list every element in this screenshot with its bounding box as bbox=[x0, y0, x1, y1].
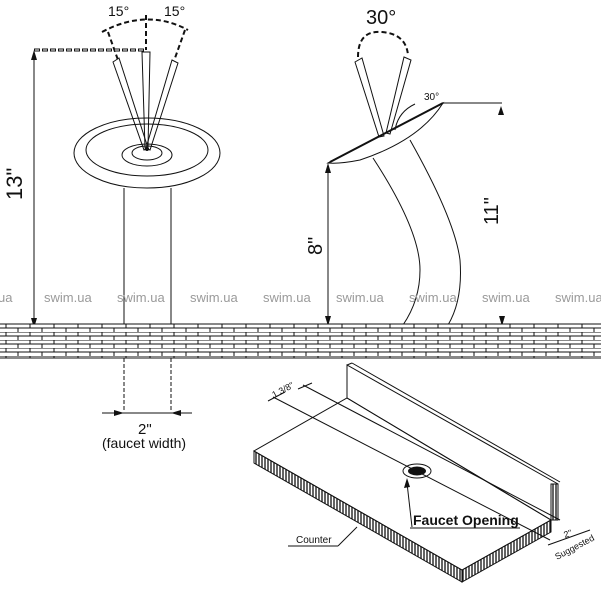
right-faucet-side-view: 30° 30° 8" 11" bbox=[305, 7, 505, 326]
counter-brick-section bbox=[0, 324, 601, 358]
watermark-text: swim.ua bbox=[555, 290, 601, 305]
swing-arc bbox=[101, 18, 189, 33]
watermark-text: swim.ua bbox=[117, 290, 165, 305]
edge-distance-label: 2" bbox=[562, 528, 573, 540]
faucet-opening-hole bbox=[408, 466, 426, 476]
counter-isometric-view: 1 3/8" Faucet Opening Counter 2" Suggest… bbox=[252, 362, 596, 583]
suggested-label: Suggested bbox=[553, 533, 596, 562]
offset-dimension-label: 1 3/8" bbox=[270, 380, 295, 400]
left-faucet-front-view: 15° 15° 13" 2" (faucet width) bbox=[2, 3, 221, 451]
spout-height-label: 8" bbox=[305, 237, 327, 255]
watermark-text: swim.ua bbox=[409, 290, 457, 305]
faucet-opening-label: Faucet Opening bbox=[413, 512, 519, 528]
watermark-text: ua bbox=[0, 290, 13, 305]
height-label: 13" bbox=[2, 168, 27, 200]
swing-arc bbox=[357, 30, 409, 58]
width-value-label: 2" bbox=[138, 421, 152, 438]
angle-left-label: 15° bbox=[108, 3, 129, 19]
swing-angle-label: 30° bbox=[366, 7, 396, 29]
angle-right-label: 15° bbox=[164, 3, 185, 19]
tilt-angle-label: 30° bbox=[424, 92, 439, 103]
watermark-text: swim.ua bbox=[44, 290, 92, 305]
total-height-label: 11" bbox=[481, 197, 503, 225]
watermark-text: swim.ua bbox=[263, 290, 311, 305]
watermark-row: ua swim.ua swim.ua swim.ua swim.ua swim.… bbox=[0, 290, 601, 305]
watermark-text: swim.ua bbox=[190, 290, 238, 305]
watermark-text: swim.ua bbox=[482, 290, 530, 305]
watermark-text: swim.ua bbox=[336, 290, 384, 305]
counter-label: Counter bbox=[296, 535, 332, 546]
width-caption: (faucet width) bbox=[102, 435, 186, 451]
